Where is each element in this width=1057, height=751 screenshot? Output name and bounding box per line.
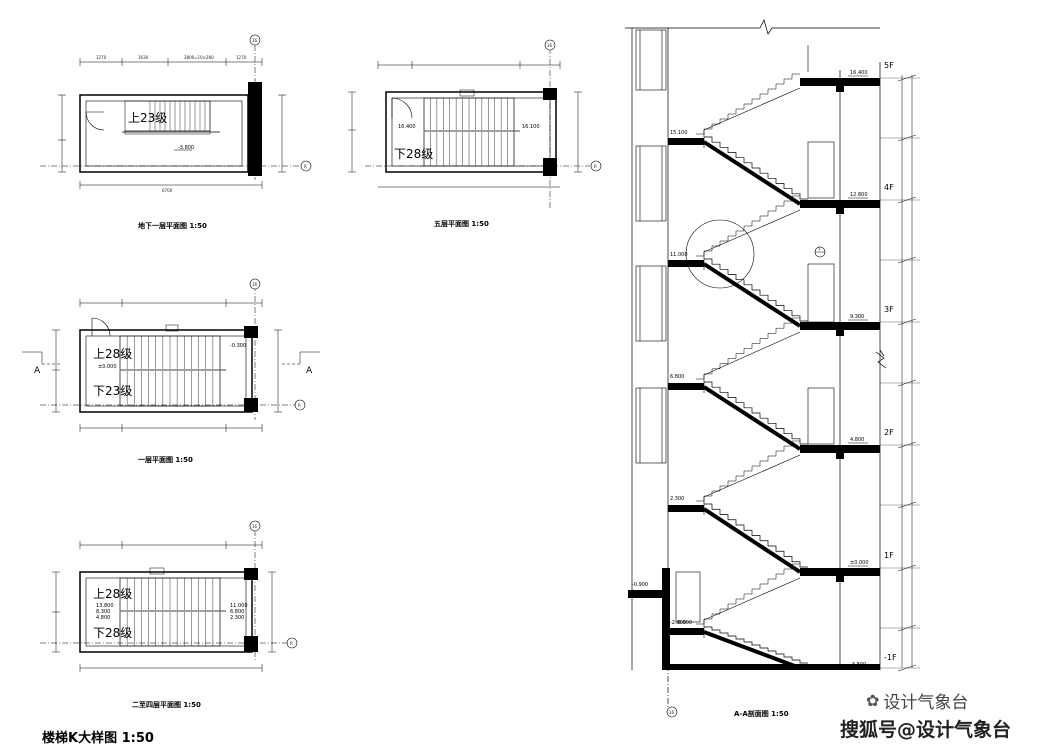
first-stair-down: 下23级	[93, 384, 132, 398]
section-floor-label: 2F	[884, 428, 894, 437]
section-title: A-A剖面图 1:50	[734, 709, 789, 718]
section-floor-label: 3F	[884, 305, 894, 314]
fifth-plan-title: 五层平面图 1:50	[434, 219, 489, 228]
fifth-elevation-left: 16.400	[398, 124, 416, 130]
basement-axis-top: 16	[252, 38, 258, 43]
section-floor-label: -1F	[884, 653, 897, 662]
fifth-axis-top: 16	[547, 43, 553, 48]
first-elevation-zero: ±0.000	[98, 364, 117, 370]
typical-plan-title: 二至四层平面图 1:50	[132, 700, 201, 709]
basement-dim-4: 1270	[236, 55, 247, 60]
typical-elev-left-3: 4.800	[96, 615, 110, 621]
section-landing-elevation: 15.100	[670, 130, 688, 136]
basement-axis-right: R	[304, 164, 307, 169]
section-floor-label: 4F	[884, 183, 894, 192]
typical-elev-left-1: 13.800	[96, 603, 114, 609]
typical-stair-up: 上28级	[93, 587, 132, 601]
section-a-a: 1 5F 16.400 4F 12.800 3F 9.300 2F 4.800 1F ±0.000…	[625, 19, 920, 718]
section-landing-elevation: -2.000	[670, 620, 686, 626]
typical-elev-left-2: 8.300	[96, 609, 110, 615]
typical-elev-right-1: 11.000	[230, 603, 248, 609]
watermark-account: ✿ 设计气象台	[866, 688, 968, 713]
section-floor-elevation: 4.800	[850, 437, 864, 443]
section-landing-elevation: 6.800	[670, 374, 684, 380]
section-floor-elevation: 9.300	[850, 314, 864, 320]
section-landing-elevation: 11.000	[670, 252, 688, 258]
first-section-mark-right: A	[306, 366, 313, 376]
section-axis: 16	[669, 710, 675, 715]
typical-axis-right: R	[290, 641, 293, 646]
section-floor-label: 5F	[884, 61, 894, 70]
watermark-source: 搜狐号@设计气象台	[840, 719, 1012, 741]
first-elevation: -0.300	[230, 343, 246, 349]
section-landing-elevation: 2.300	[670, 496, 684, 502]
watermark-account-name: 设计气象台	[883, 693, 969, 713]
typical-floor-plan: 上28级 13.800 8.300 4.800 下28级 11.000 6.80…	[40, 520, 298, 709]
first-floor-plan: A A 上28级 ±0.000 下23级 -0.300 16 R 一层平面图 1…	[22, 278, 320, 464]
fifth-floor-plan: 16.400 16.100 下28级 16 R 五层平面图 1:50	[348, 39, 602, 228]
first-plan-title: 一层平面图 1:50	[138, 455, 193, 464]
basement-plan-title: 地下一层平面图 1:50	[138, 221, 207, 230]
section-pit-elev: -0.300	[676, 620, 692, 626]
basement-dim-total: 6700	[162, 188, 173, 193]
section-exterior-elev: -0.900	[632, 582, 648, 588]
basement-dim-3: 2800=10×280	[184, 55, 214, 60]
typical-axis-top: 16	[252, 524, 258, 529]
wechat-icon: ✿	[866, 691, 880, 710]
typical-elev-right-2: 6.800	[230, 609, 244, 615]
fifth-axis-right: R	[594, 164, 597, 169]
section-detail-mark: 1	[818, 246, 821, 251]
typical-stair-down: 下28级	[93, 626, 132, 640]
basement-dim-2: 1630	[138, 55, 149, 60]
basement-plan: 1270 1630 2800=10×280 1270 6700 上23级 -3.…	[40, 34, 312, 230]
section-floor-elevation: ±0.000	[850, 560, 869, 566]
basement-stair-label: 上23级	[128, 111, 167, 125]
section-floor-elevation: 16.400	[850, 70, 868, 76]
basement-dim-1: 1270	[96, 55, 107, 60]
basement-elevation: -3.800	[178, 145, 194, 151]
first-section-mark-left: A	[34, 366, 41, 376]
section-floor-elevation: 12.800	[850, 192, 868, 198]
first-axis-right: R	[298, 403, 301, 408]
fifth-elevation-right: 16.100	[522, 124, 540, 130]
section-floor-label: 1F	[884, 551, 894, 560]
typical-elev-right-3: 2.300	[230, 615, 244, 621]
first-stair-up: 上28级	[93, 347, 132, 361]
fifth-stair-label: 下28级	[394, 147, 433, 161]
sheet-title: 楼梯K大样图 1:50	[42, 731, 154, 746]
section-floor-elevation: -3.800	[850, 662, 866, 668]
first-axis-top: 16	[252, 282, 258, 287]
